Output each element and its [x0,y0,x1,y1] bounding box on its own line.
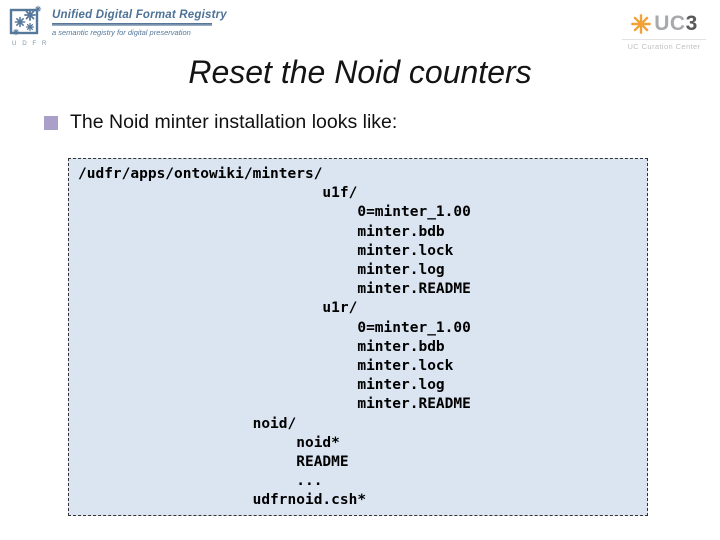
uc3-logo-row: UC3 [630,12,698,36]
page-title: Reset the Noid counters [188,54,532,90]
udfr-divider [52,23,212,26]
code-block: /udfr/apps/ontowiki/minters/ u1f/ 0=mint… [68,158,648,516]
udfr-branding: U D F R Unified Digital Format Registry … [8,5,227,47]
uc3-wordmark-uc: UC [654,12,686,35]
code-block-text: /udfr/apps/ontowiki/minters/ u1f/ 0=mint… [78,166,471,509]
udfr-logo-icon: U D F R [9,5,46,47]
uc3-wordmark: UC3 [654,12,698,36]
udfr-acronym: U D F R [12,40,46,47]
uc3-wordmark-3: 3 [685,12,698,35]
udfr-title: Unified Digital Format Registry [52,9,227,21]
uc3-divider [622,39,706,40]
bullet-text: The Noid minter installation looks like: [70,111,398,133]
uc3-asterisk-icon [631,14,652,34]
bullet-item: The Noid minter installation looks like: [44,111,397,134]
udfr-text-block: Unified Digital Format Registry a semant… [52,5,227,47]
uc3-branding: UC3 UC Curation Center [616,12,712,51]
udfr-tagline: a semantic registry for digital preserva… [52,28,191,37]
bullet-square-icon [44,116,58,130]
uc3-caption: UC Curation Center [627,42,701,51]
